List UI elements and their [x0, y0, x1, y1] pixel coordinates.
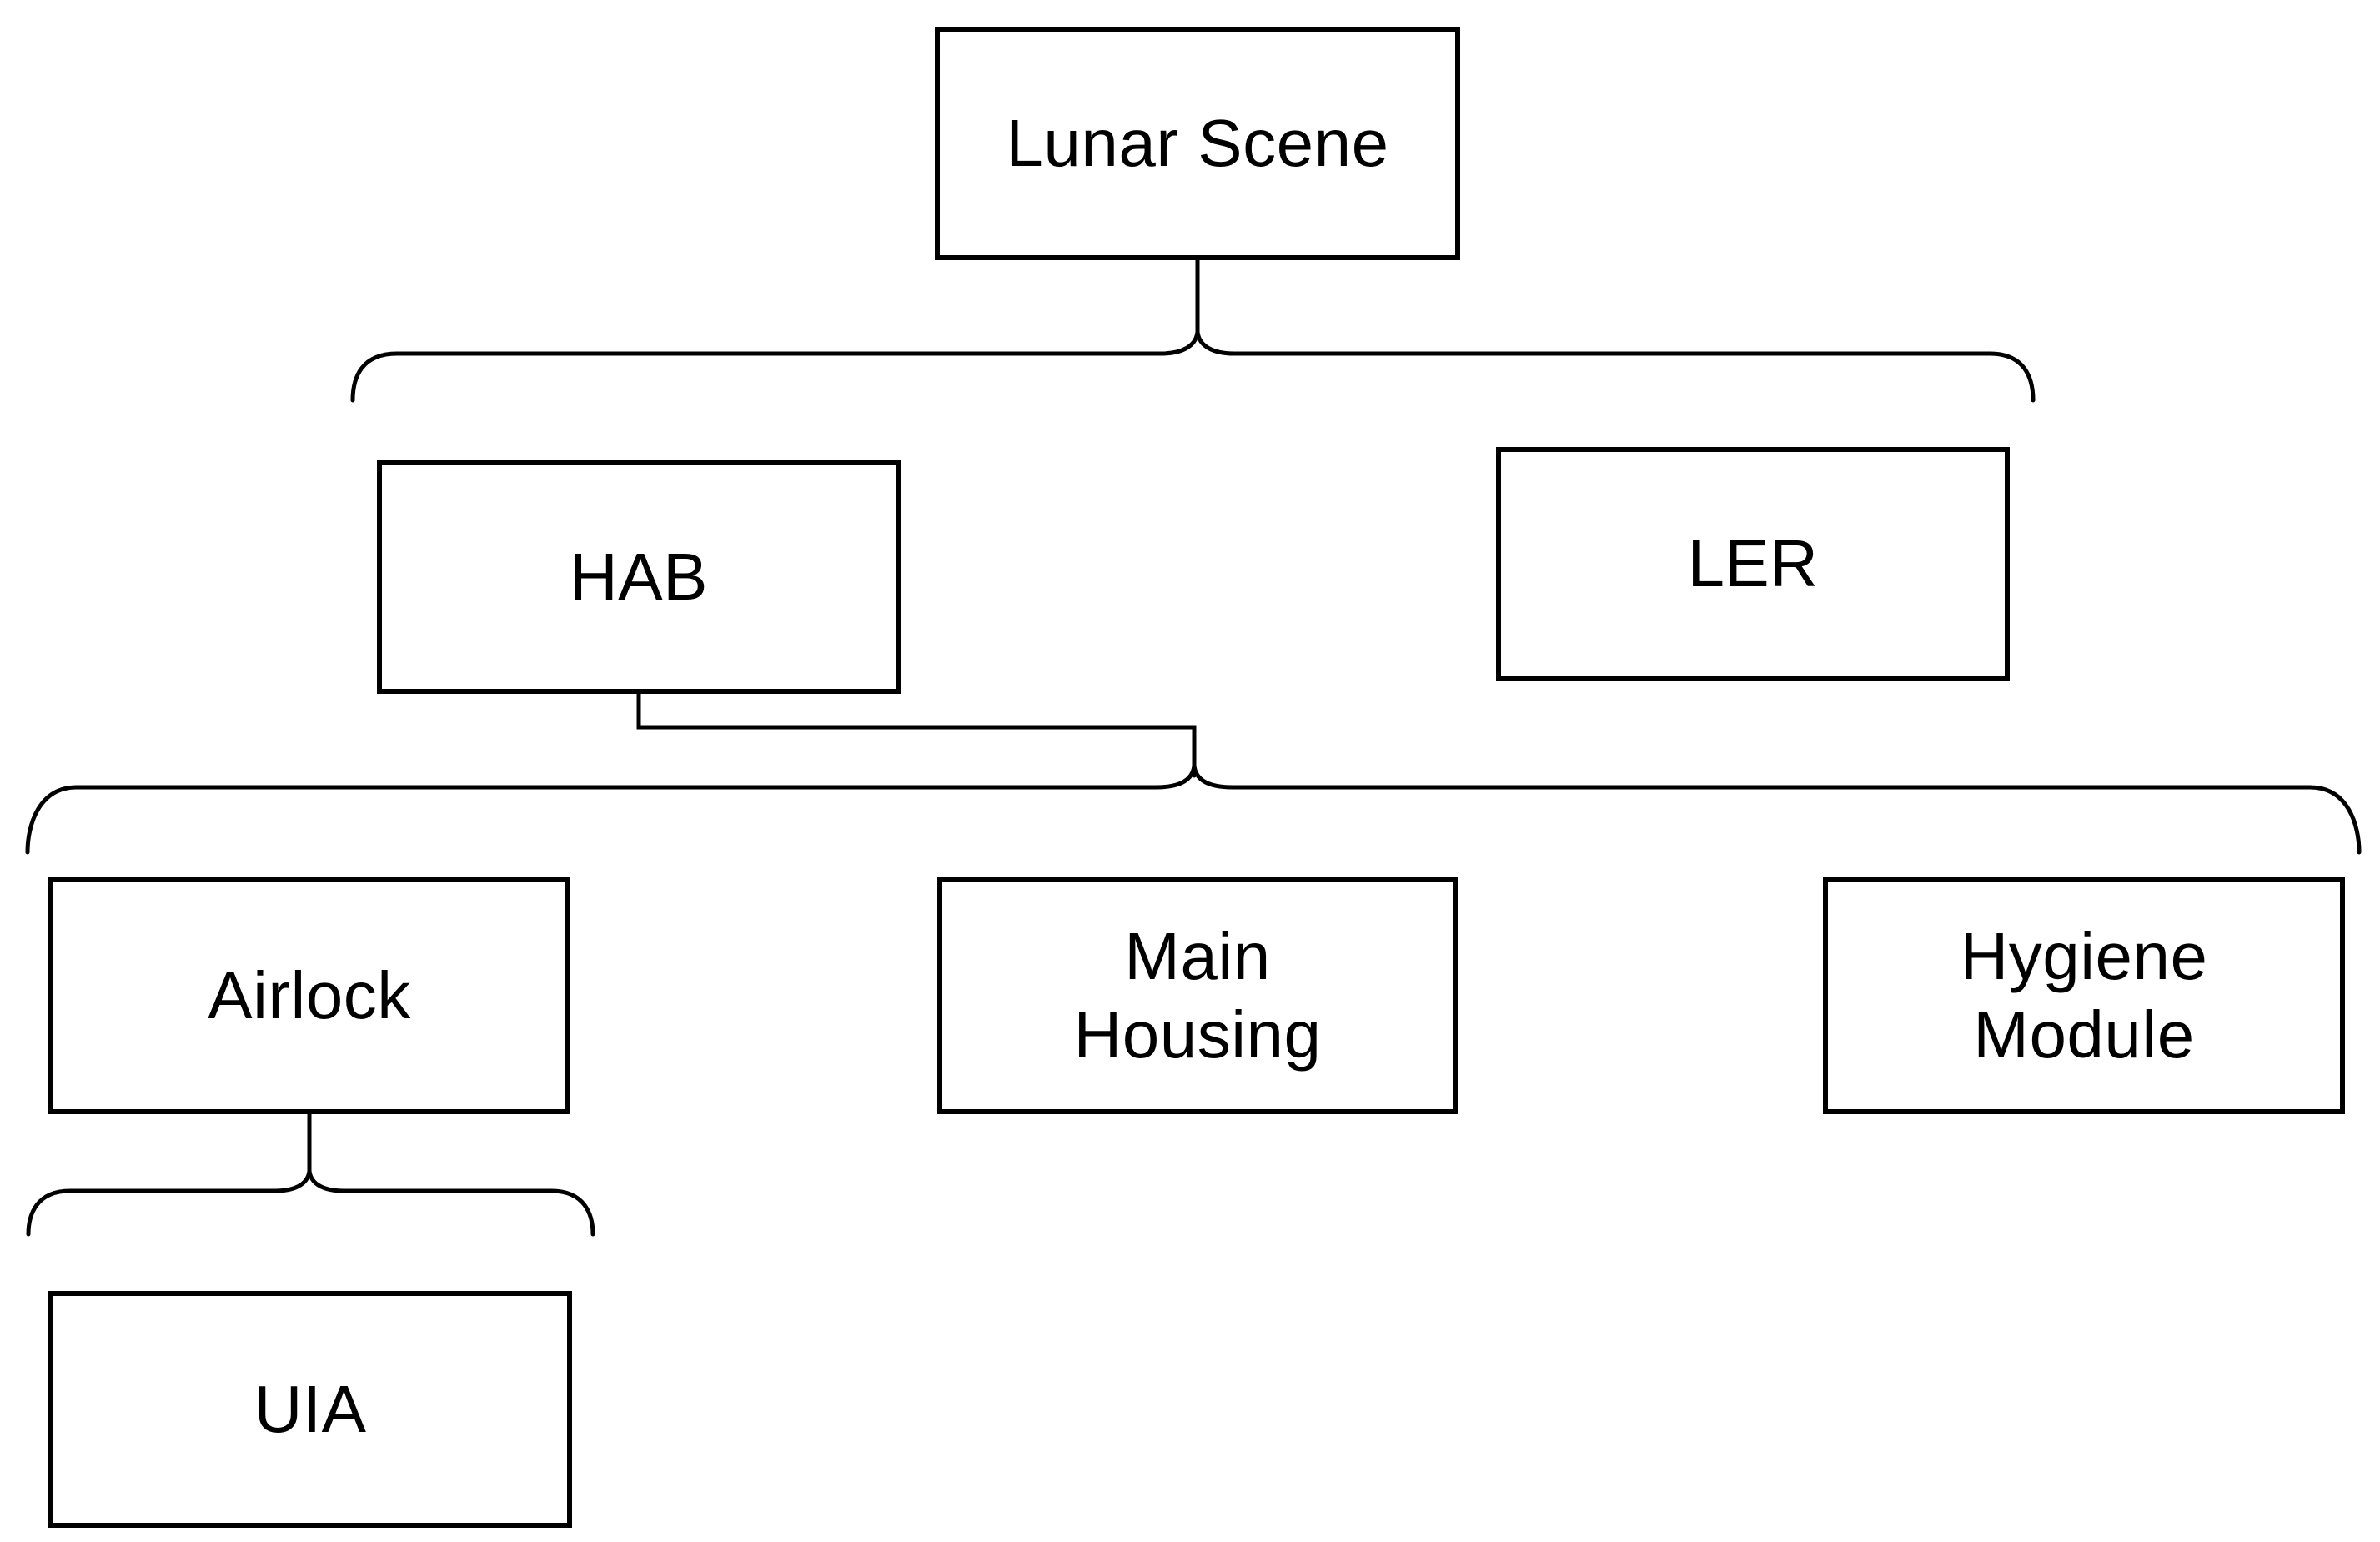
node-uia-label: UIA [254, 1372, 367, 1447]
node-main-housing-label: Main Housing [1073, 919, 1322, 1072]
brace-root-children [350, 331, 2036, 403]
brace-airlock-children [26, 1170, 595, 1237]
node-airlock: Airlock [48, 877, 570, 1114]
node-ler: LER [1496, 447, 2010, 681]
node-main-housing: Main Housing [937, 877, 1458, 1114]
node-uia: UIA [48, 1291, 572, 1528]
node-airlock-label: Airlock [208, 958, 411, 1033]
node-lunar-scene: Lunar Scene [935, 27, 1460, 260]
connector-hab-drop [636, 691, 1197, 778]
brace-hab-children [25, 765, 2362, 855]
node-hygiene-module-label: Hygiene Module [1960, 919, 2208, 1072]
node-hygiene-module: Hygiene Module [1823, 877, 2345, 1114]
node-ler-label: LER [1687, 526, 1819, 601]
node-hab-label: HAB [570, 540, 708, 615]
node-lunar-scene-label: Lunar Scene [1006, 106, 1389, 181]
node-hab: HAB [377, 460, 901, 694]
